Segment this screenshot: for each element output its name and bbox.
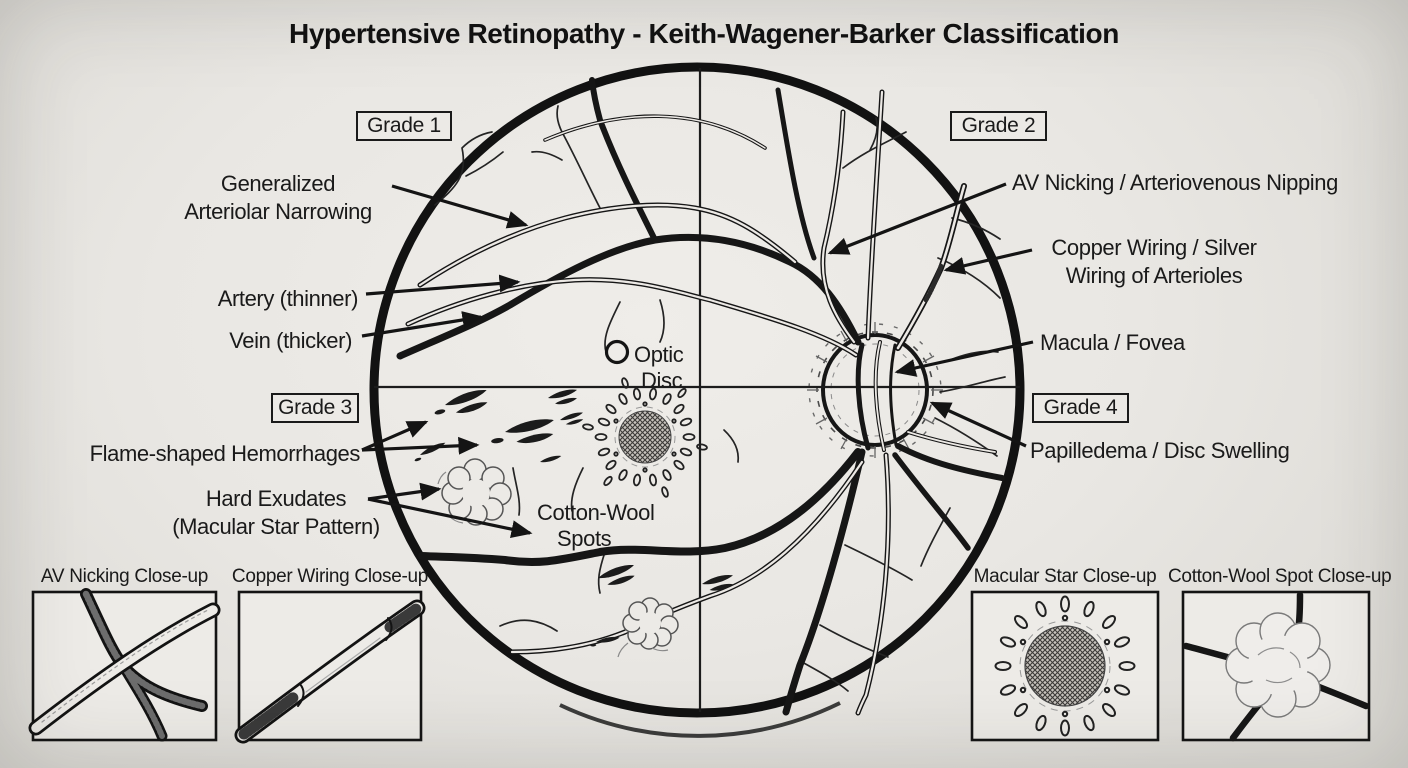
arrow-vein	[361, 311, 484, 338]
caption-avnicking-closeup: AV Nicking Close-up	[40, 566, 209, 587]
arrow-flame-2	[361, 436, 480, 455]
label-optic-disc-line1: Optic	[634, 342, 684, 367]
label-hard-exudates: Hard Exudates (Macular Star Pattern)	[172, 486, 380, 539]
label-vein: Vein (thicker)	[229, 328, 352, 353]
hard-exudates-drawing	[437, 458, 679, 658]
arrow-flame-1	[361, 420, 429, 452]
page-title: Hypertensive Retinopathy - Keith-Wagener…	[289, 18, 1119, 49]
grade-4-badge: Grade 4	[1032, 393, 1129, 423]
arrow-cotton-wool	[367, 497, 533, 538]
arrow-av-nicking	[827, 182, 1007, 255]
label-generalized-narrowing: Generalized Arteriolar Narrowing	[184, 171, 372, 224]
macular-star-exudate-ring	[582, 377, 708, 498]
label-copper-wiring: Copper Wiring / Silver Wiring of Arterio…	[1051, 235, 1257, 288]
arrow-generalized-narrowing	[391, 184, 529, 229]
label-papilledema: Papilledema / Disc Swelling	[1030, 438, 1290, 463]
copperwiring-closeup-drawing	[234, 590, 426, 744]
arrow-macula	[894, 340, 1034, 377]
caption-cottonwool-closeup: Cotton-Wool Spot Close-up	[1168, 566, 1392, 587]
arrow-papilledema	[929, 401, 1027, 448]
label-flame-hemorrhages: Flame-shaped Hemorrhages	[89, 441, 361, 466]
flame-hemorrhages-drawing	[414, 389, 733, 647]
retina-circle	[369, 62, 1025, 738]
papilledema-fuzz	[807, 322, 943, 458]
arrow-copper-wiring	[943, 248, 1033, 275]
label-cotton-wool-line1: Cotton-Wool	[537, 500, 655, 525]
cotton-wool-fluff	[1225, 612, 1331, 718]
caption-macularstar-closeup: Macular Star Close-up	[973, 566, 1157, 587]
arteries	[405, 89, 997, 716]
avnicking-closeup-drawing	[28, 588, 221, 742]
label-optic-disc-line2: Disc	[641, 368, 683, 393]
macular-star-drawing	[582, 377, 708, 498]
grade-3-badge: Grade 3	[271, 393, 359, 423]
vessel-network	[396, 77, 1006, 716]
label-macula: Macula / Fovea	[1040, 330, 1185, 355]
cottonwool-closeup-drawing	[1181, 590, 1371, 742]
caption-copperwiring-closeup: Copper Wiring Close-up	[231, 566, 429, 587]
arrow-hard-exudates	[367, 482, 442, 501]
label-cotton-wool-line2: Spots	[557, 526, 612, 551]
annotation-arrows	[361, 182, 1034, 538]
macularstar-closeup-drawing	[970, 590, 1160, 742]
grade-1-badge: Grade 1	[356, 111, 452, 141]
label-av-nicking: AV Nicking / Arteriovenous Nipping	[1012, 170, 1338, 195]
grade-2-badge: Grade 2	[950, 111, 1047, 141]
optic-disc-marker-icon	[604, 339, 630, 365]
label-artery: Artery (thinner)	[217, 286, 359, 311]
arrow-artery	[365, 274, 521, 296]
